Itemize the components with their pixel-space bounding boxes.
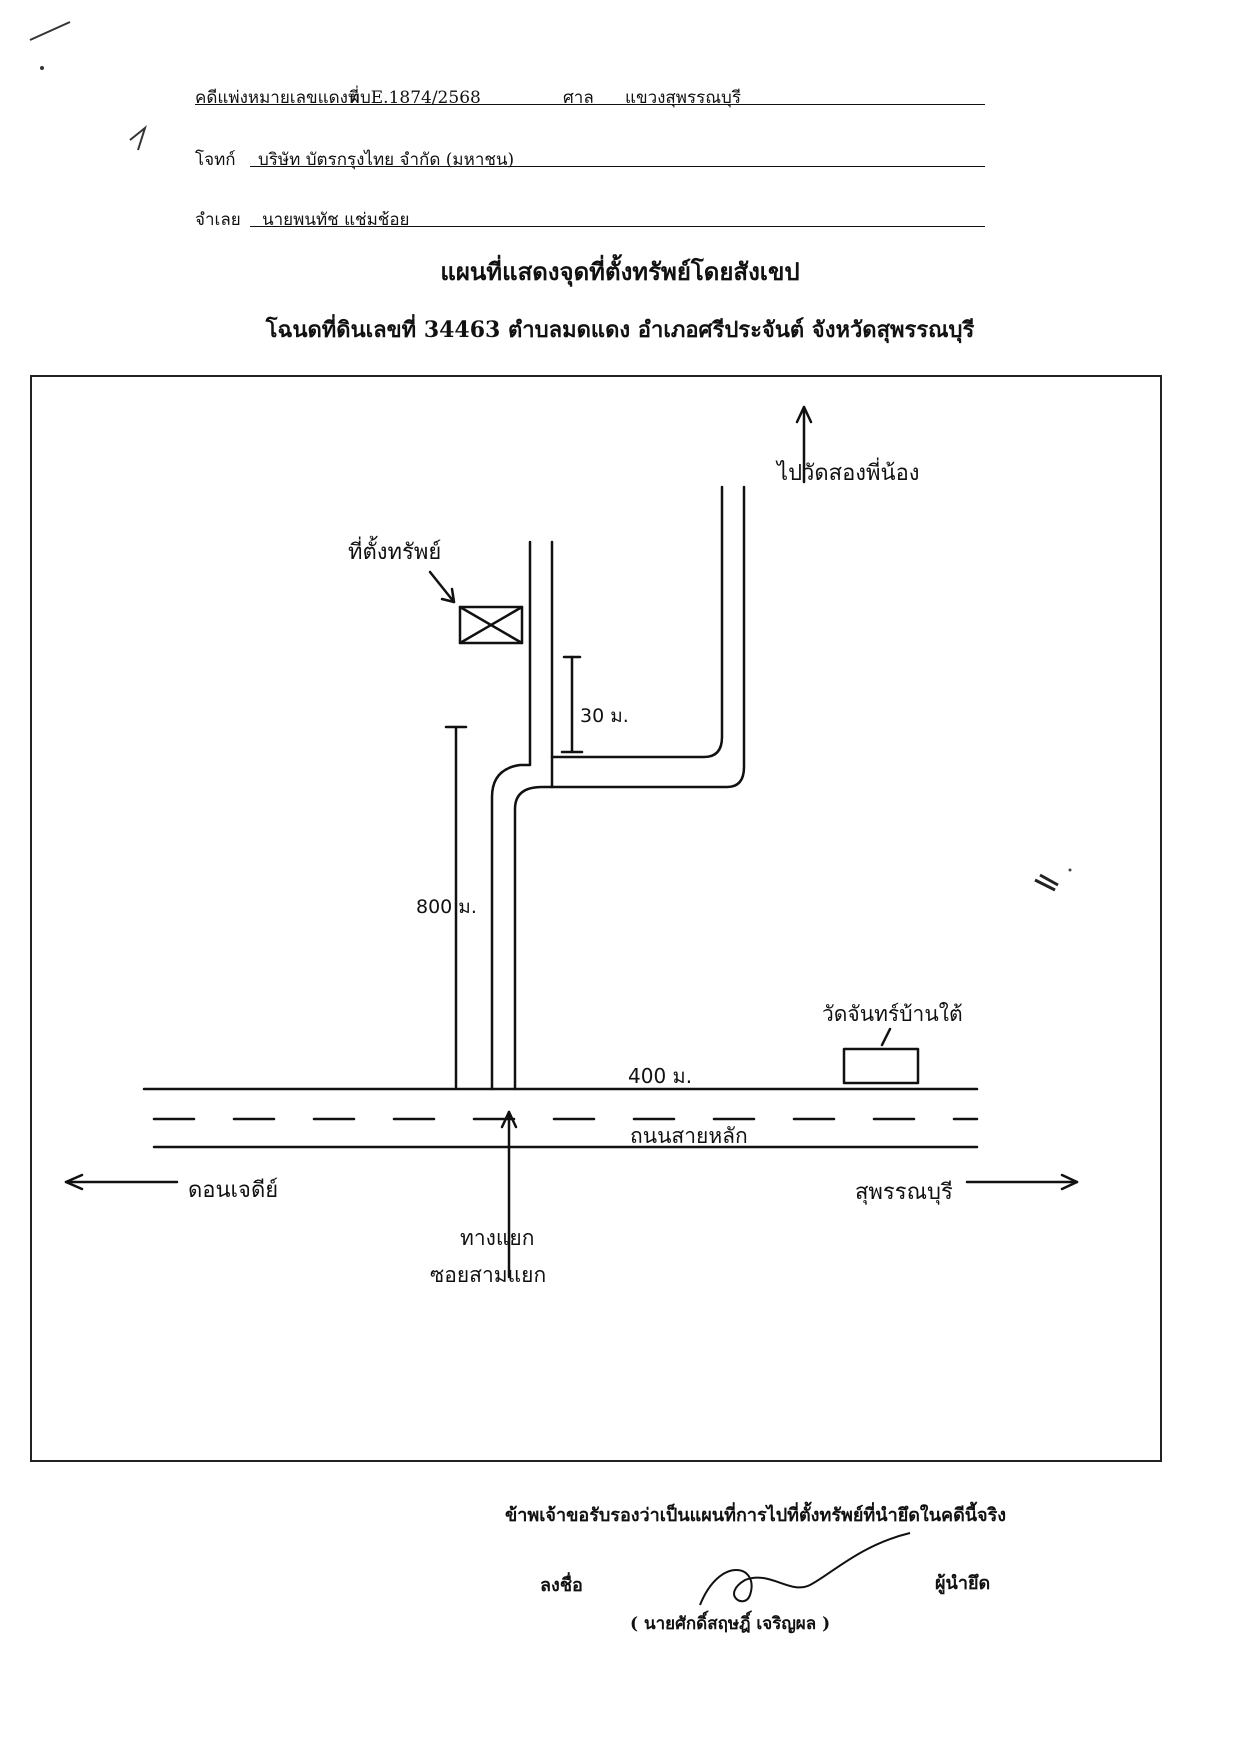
case-number: ผบE.1874/2568	[350, 88, 481, 108]
scan-marks	[29, 21, 147, 151]
label-bottom-2: ซอยสามแยก	[430, 1263, 546, 1287]
branch-road-inner	[550, 485, 724, 759]
case-label: คดีแพ่งหมายเลขแดงที่	[195, 88, 360, 108]
side-road-left-edge	[490, 540, 532, 1091]
scan-marks-side	[1034, 868, 1072, 892]
label-road: ถนนสายหลัก	[630, 1124, 748, 1148]
defendant-value: นายพนทัช แช่มช้อย	[262, 210, 410, 230]
arrow-to-landmark	[880, 1027, 892, 1047]
certification-statement: ข้าพเจ้าขอรับรองว่าเป็นแผนที่การไปที่ตั้…	[505, 1505, 1007, 1526]
plaintiff-value: บริษัท บัตรกรุงไทย จำกัด (มหาชน)	[258, 150, 515, 170]
arrow-to-property	[428, 570, 456, 604]
map-drawing: ที่ตั้งทรัพย์ ไปวัดสองพี่น้อง 30 ม. 800 …	[64, 405, 1079, 1287]
sign-label: ลงชื่อ	[540, 1575, 583, 1596]
map-frame: ที่ตั้งทรัพย์ ไปวัดสองพี่น้อง 30 ม. 800 …	[30, 375, 1162, 1462]
label-dist-30: 30 ม.	[580, 705, 629, 727]
seizer-role: ผู้นำยึด	[935, 1573, 991, 1594]
signer-name: ( นายศักดิ์สฤษฎิ์ เจริญผล )	[630, 1614, 831, 1634]
side-road-right-edge	[513, 540, 554, 1091]
plaintiff-label: โจทก์	[195, 150, 236, 170]
case-underline	[195, 104, 985, 105]
label-property: ที่ตั้งทรัพย์	[348, 536, 441, 565]
property-marker	[458, 605, 524, 645]
map-title: แผนที่แสดงจุดที่ตั้งทรัพย์โดยสังเขป	[440, 257, 800, 286]
deed-title: โฉนดที่ดินเลขที่ 34463 ตำบลมดแดง อำเภอศร…	[265, 317, 975, 343]
label-landmark: วัดจันทร์บ้านใต้	[822, 1002, 963, 1026]
signature	[699, 1532, 911, 1606]
label-bottom-1: ทางแยก	[460, 1226, 534, 1250]
court-label: ศาล	[563, 88, 594, 108]
label-dist-800: 800 ม.	[416, 896, 477, 918]
defendant-underline	[250, 226, 985, 227]
label-right: สุพรรณบุรี	[855, 1180, 953, 1205]
branch-road-outer	[550, 485, 746, 789]
defendant-label: จำเลย	[195, 210, 241, 230]
label-top-right: ไปวัดสองพี่น้อง	[775, 457, 920, 486]
label-left: ดอนเจดีย์	[188, 1178, 278, 1203]
plaintiff-underline	[250, 166, 985, 167]
court-value: แขวงสุพรรณบุรี	[625, 88, 741, 108]
label-dist-400: 400 ม.	[628, 1064, 692, 1088]
landmark-box	[842, 1047, 920, 1085]
